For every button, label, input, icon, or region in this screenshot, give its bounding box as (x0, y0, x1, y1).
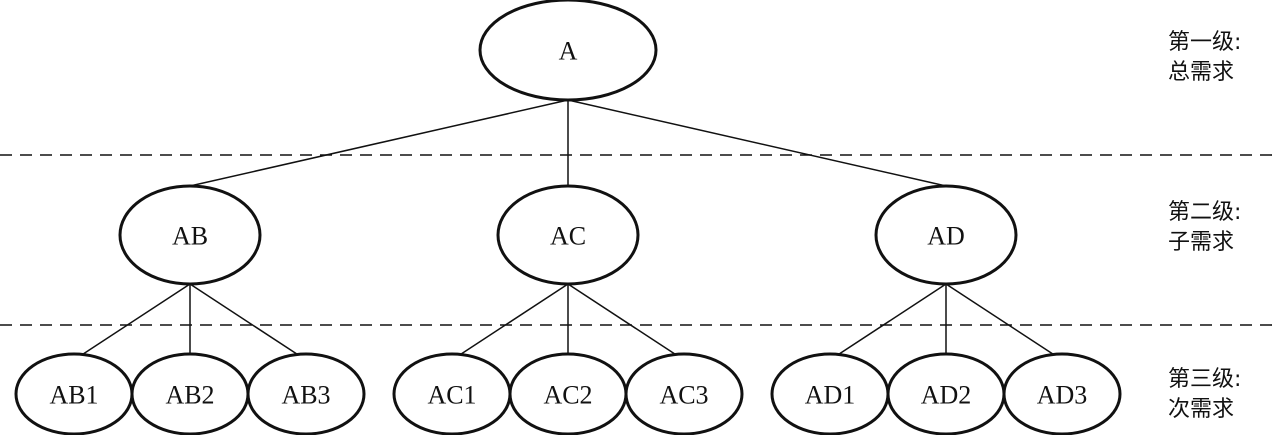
node-ab1: AB1 (14, 352, 134, 435)
edge-ac-ac3 (567, 283, 685, 361)
node-ad1-label: AD1 (805, 381, 856, 410)
node-ab1-label: AB1 (49, 381, 98, 410)
level-label-1-title: 第一级: (1168, 30, 1242, 55)
node-ad3-label: AD3 (1037, 381, 1088, 410)
node-ac: AC (496, 184, 640, 286)
node-ac1-label: AC1 (427, 381, 476, 410)
node-a-label: A (559, 37, 578, 66)
node-ac-label: AC (550, 222, 586, 251)
level-label-3-title: 第三级: (1168, 367, 1242, 392)
node-ac3: AC3 (624, 352, 744, 435)
node-ab-label: AB (172, 222, 208, 251)
edge-a-ab (189, 99, 569, 187)
level-label-1-subtitle: 总需求 (1168, 60, 1235, 85)
level-label-2-title: 第二级: (1168, 200, 1242, 225)
level-label-3: 第三级: 次需求 (1168, 365, 1272, 425)
node-ab3: AB3 (246, 352, 366, 435)
level-label-2-subtitle: 子需求 (1168, 230, 1235, 255)
edge-ad-ad1 (829, 283, 947, 361)
edge-ac-ac1 (451, 283, 569, 361)
node-ab: AB (118, 184, 262, 286)
node-a: A (478, 0, 658, 102)
node-ab2-label: AB2 (165, 381, 214, 410)
node-ac2: AC2 (508, 352, 628, 435)
node-ac2-label: AC2 (543, 381, 592, 410)
node-ad1: AD1 (770, 352, 890, 435)
level-label-3-subtitle: 次需求 (1168, 397, 1235, 422)
edge-ab-ab1 (73, 283, 191, 361)
edge-ab-ab3 (189, 283, 307, 361)
node-ad3: AD3 (1002, 352, 1122, 435)
node-ad: AD (874, 184, 1018, 286)
level-label-2: 第二级: 子需求 (1168, 198, 1272, 258)
node-ad-label: AD (927, 222, 965, 251)
node-ad2-label: AD2 (921, 381, 972, 410)
node-ad2: AD2 (886, 352, 1006, 435)
edge-a-ad (567, 99, 947, 187)
edge-ad-ad3 (945, 283, 1063, 361)
level-label-1: 第一级: 总需求 (1168, 28, 1272, 88)
node-ab3-label: AB3 (281, 381, 330, 410)
node-ab2: AB2 (130, 352, 250, 435)
node-ac3-label: AC3 (659, 381, 708, 410)
node-ac1: AC1 (392, 352, 512, 435)
